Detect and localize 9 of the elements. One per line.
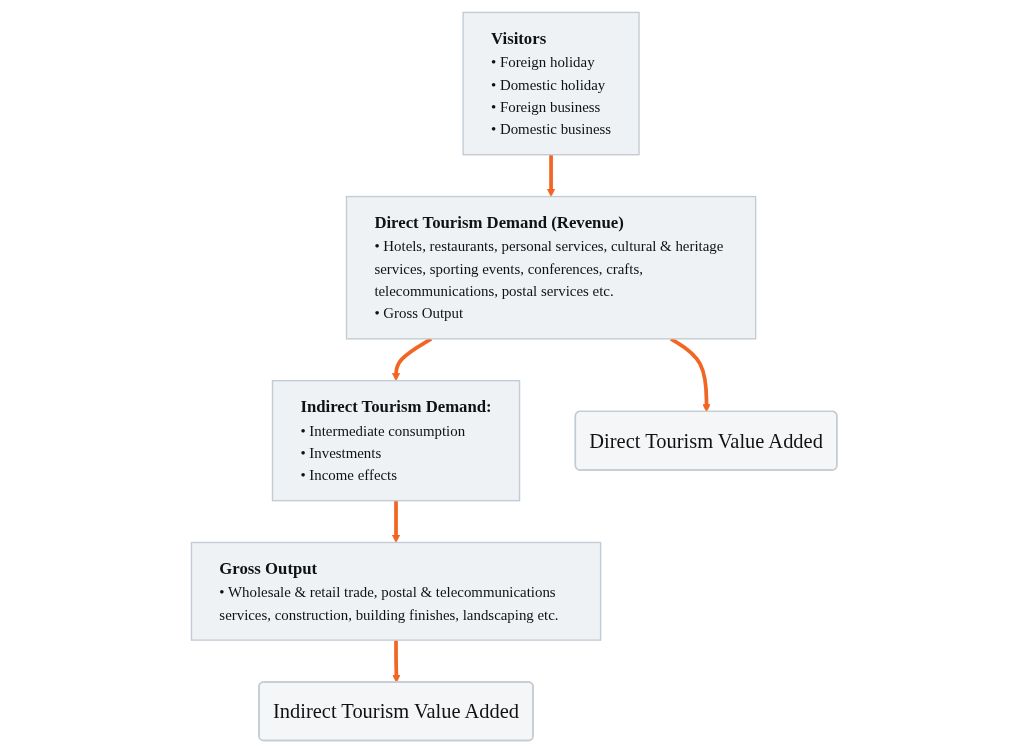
arrow <box>392 337 433 382</box>
arrow <box>392 640 401 683</box>
node-box: Direct Tourism Demand (Revenue) • Hotels, restaurants, personal services, cultural & heritage services, sporting events, conferences, crafts, telecommunications, postal services etc. • Gross Output <box>346 195 757 340</box>
arrow <box>670 337 711 413</box>
arrow <box>547 154 556 197</box>
node-box: Visitors • Foreign holiday • Domestic holiday • Foreign business • Domestic business <box>462 11 641 156</box>
node-box: Gross Output • Wholesale & retail trade, postal & telecommunications services, construction, building finishes, landscaping etc. <box>191 541 602 641</box>
node-box: Indirect Tourism Demand: • Intermediate consumption • Investments • Income effects <box>272 380 521 502</box>
arrow <box>392 500 401 543</box>
